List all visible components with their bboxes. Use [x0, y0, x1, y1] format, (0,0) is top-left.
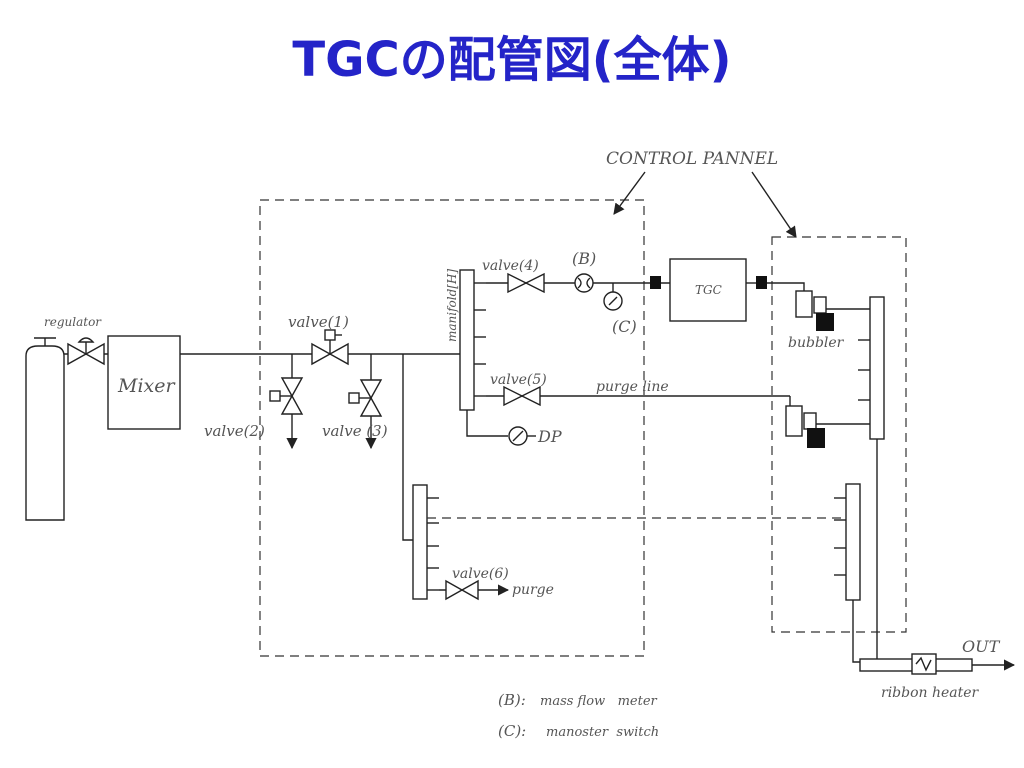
- legend-c-text: manoster switch: [546, 725, 659, 740]
- lower-manifold-ports: [427, 497, 439, 591]
- right-manifold: [869, 296, 885, 440]
- dp-line: [466, 410, 508, 437]
- tgc-label: TGC: [695, 283, 722, 297]
- upper-manifold: [459, 269, 475, 411]
- upper-manifold-ports: [474, 282, 486, 397]
- legend: (B): mass flow meter (C): manoster switc…: [498, 691, 659, 740]
- valve-6: [445, 579, 479, 601]
- valve-3-label: valve (3): [322, 422, 388, 440]
- lower-branch-line: [402, 354, 413, 541]
- tgc-outlet-connector: [756, 276, 767, 289]
- valve-1: [311, 329, 349, 366]
- valve-4: [507, 272, 545, 294]
- manifold-label: manifold[H]: [445, 269, 459, 342]
- valve-1-label: valve(1): [288, 313, 349, 331]
- bubbler-label: bubbler: [788, 335, 845, 351]
- valve-4-label: valve(4): [482, 258, 539, 274]
- valve-3: [348, 379, 383, 417]
- mass-flow-meter-icon: [574, 273, 594, 293]
- ribbon-heater-label: ribbon heater: [881, 685, 980, 701]
- b-marker-label: (B): [572, 249, 596, 268]
- c-marker-label: (C): [612, 317, 637, 336]
- return-manifold-ports: [834, 497, 846, 576]
- control-panel-pointer-left: [613, 171, 646, 215]
- gas-cylinder: [25, 337, 108, 521]
- regulator-valve: [67, 337, 105, 366]
- legend-b-text: mass flow meter: [540, 694, 658, 709]
- page-title: TGCの配管図(全体): [292, 32, 732, 88]
- tgc-outlet-line: [767, 282, 805, 291]
- purge-line-label: purge line: [596, 379, 669, 395]
- legend-b-key: (B):: [498, 691, 526, 709]
- bubbler-2: [785, 405, 870, 448]
- out-label: OUT: [962, 637, 1001, 656]
- control-panel-box: [771, 236, 907, 633]
- right-manifold-ports: [858, 339, 870, 401]
- tgc-box: [669, 258, 747, 322]
- mixer-box: [107, 335, 181, 430]
- regulator-label: regulator: [44, 315, 102, 329]
- valve-2-label: valve(2): [204, 422, 265, 440]
- mixer-label: Mixer: [117, 375, 176, 397]
- control-panel-pointer-right: [751, 171, 797, 238]
- control-panel-label: CONTROL PANNEL: [606, 149, 778, 169]
- return-to-heater-line: [852, 600, 860, 663]
- dp-label: DP: [537, 427, 562, 446]
- purge-label: purge: [512, 582, 554, 598]
- bubbler-1: [795, 290, 870, 331]
- valve-2: [269, 377, 304, 415]
- valve-5-label: valve(5): [490, 372, 547, 388]
- valve-6-label: valve(6): [452, 566, 509, 582]
- tgc-inlet-connector: [650, 276, 661, 289]
- legend-c-key: (C):: [498, 722, 526, 740]
- valve-5: [503, 385, 541, 407]
- lower-manifold: [412, 484, 428, 600]
- return-manifold: [845, 483, 861, 601]
